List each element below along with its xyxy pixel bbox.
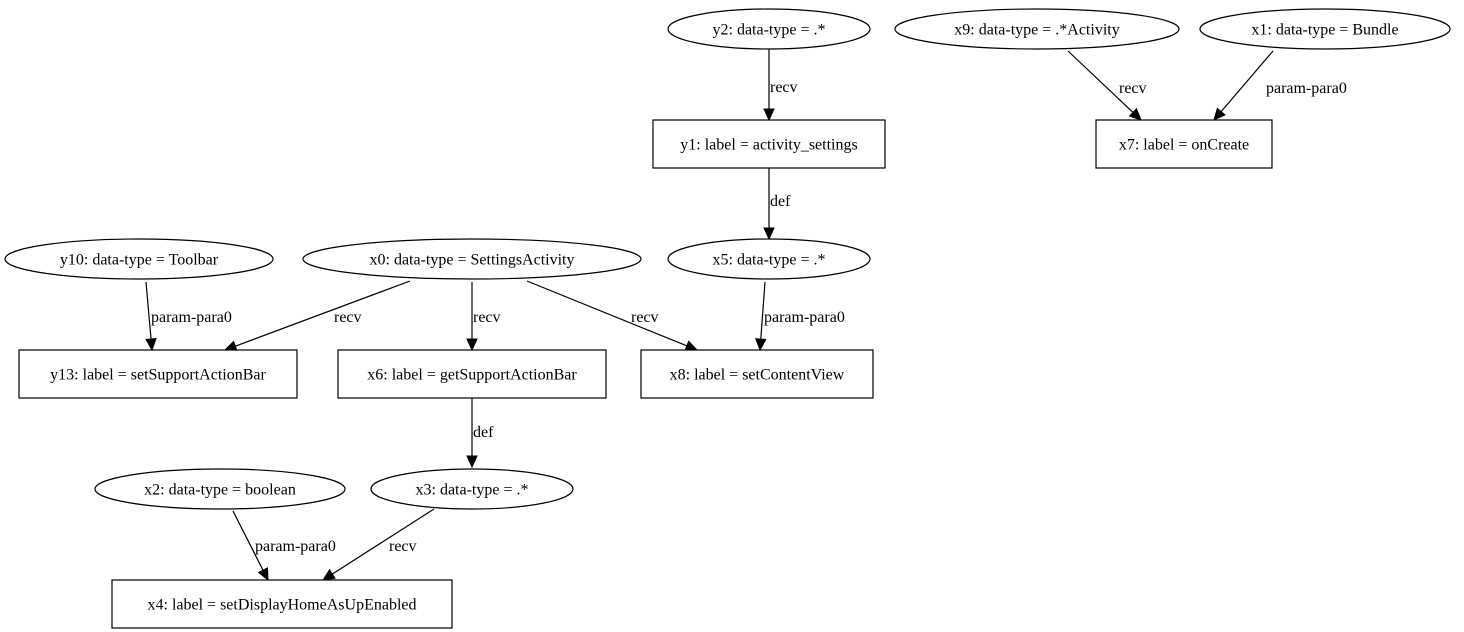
edge-label: recv	[473, 309, 501, 326]
node-box	[337, 349, 607, 399]
node-x5: x5: data-type = .*	[667, 238, 871, 280]
edge-y10-to-y13: param-para0	[145, 281, 232, 352]
edge-line	[232, 510, 264, 571]
node-y2: y2: data-type = .*	[667, 8, 871, 50]
edge-x3-to-x4: recv	[321, 508, 435, 581]
node-label: y13: label = setSupportActionBar	[50, 367, 266, 384]
edge-x0-to-y13: recv	[223, 280, 411, 352]
node-ellipse	[894, 8, 1180, 50]
node-label: y2: data-type = .*	[713, 22, 826, 39]
edge-y2-to-y1: recv	[763, 49, 798, 122]
edge-line	[760, 281, 766, 340]
node-label: x3: data-type = .*	[416, 482, 529, 499]
arrowhead-icon	[763, 108, 775, 122]
arrowhead-icon	[763, 227, 775, 241]
edge-label: param-para0	[764, 309, 845, 326]
arrowhead-icon	[466, 338, 478, 352]
nodes-layer: y2: data-type = .* x9: data-type = .*Acti…	[4, 8, 1451, 629]
node-ellipse	[302, 238, 642, 280]
node-label: y10: data-type = Toolbar	[60, 252, 219, 269]
node-x0: x0: data-type = SettingsActivity	[302, 238, 642, 280]
edge-line	[1067, 50, 1134, 113]
node-x4: x4: label = setDisplayHomeAsUpEnabled	[111, 579, 453, 629]
edge-x0-to-x6: recv	[466, 282, 501, 352]
arrowhead-icon	[755, 338, 767, 352]
arrowhead-icon	[684, 340, 699, 352]
edges-layer: recv recv param-para0 def param-para0 recv rec…	[145, 49, 1347, 582]
edge-x6-to-x3: def	[466, 398, 494, 469]
node-label: x7: label = onCreate	[1119, 137, 1249, 154]
edge-label: def	[770, 193, 791, 210]
arrowhead-icon	[466, 455, 478, 469]
edge-x2-to-x4: param-para0	[232, 510, 336, 582]
node-box	[1095, 119, 1273, 169]
edge-line	[1220, 50, 1274, 113]
node-ellipse	[4, 238, 274, 280]
edge-label: recv	[1119, 80, 1147, 97]
node-ellipse	[94, 468, 346, 510]
node-box	[18, 349, 298, 399]
node-x6: x6: label = getSupportActionBar	[337, 349, 607, 399]
node-ellipse	[370, 468, 574, 510]
arrowhead-icon	[1213, 107, 1226, 121]
node-label: y1: label = activity_settings	[680, 137, 857, 154]
node-label: x1: data-type = Bundle	[1251, 22, 1398, 39]
edge-y1-to-x5: def	[763, 168, 791, 241]
node-box	[111, 579, 453, 629]
node-box	[640, 349, 874, 399]
node-ellipse	[667, 8, 871, 50]
edge-line	[526, 280, 688, 347]
node-x2: x2: data-type = boolean	[94, 468, 346, 510]
edge-label: def	[473, 424, 494, 441]
node-label: x5: data-type = .*	[713, 252, 826, 269]
arrowhead-icon	[257, 567, 269, 582]
node-label: x9: data-type = .*Activity	[954, 22, 1119, 39]
edge-line	[235, 280, 411, 347]
edge-x0-to-x8: recv	[526, 280, 699, 352]
arrowhead-icon	[145, 338, 157, 352]
edge-label: recv	[334, 309, 362, 326]
node-x7: x7: label = onCreate	[1095, 119, 1273, 169]
edge-line	[331, 508, 435, 575]
node-x3: x3: data-type = .*	[370, 468, 574, 510]
node-box	[652, 119, 886, 169]
edge-label: param-para0	[1266, 80, 1347, 97]
edge-label: recv	[631, 309, 659, 326]
edge-x5-to-x8: param-para0	[755, 281, 845, 352]
node-x8: x8: label = setContentView	[640, 349, 874, 399]
node-y10: y10: data-type = Toolbar	[4, 238, 274, 280]
node-x1: x1: data-type = Bundle	[1199, 8, 1451, 50]
node-x9: x9: data-type = .*Activity	[894, 8, 1180, 50]
edge-label: param-para0	[255, 538, 336, 555]
node-label: x8: label = setContentView	[670, 367, 845, 384]
node-label: x0: data-type = SettingsActivity	[370, 252, 575, 269]
node-label: x4: label = setDisplayHomeAsUpEnabled	[148, 597, 417, 614]
edge-label: recv	[770, 79, 798, 96]
node-y13: y13: label = setSupportActionBar	[18, 349, 298, 399]
node-label: x6: label = getSupportActionBar	[367, 367, 577, 384]
arrowhead-icon	[321, 568, 336, 581]
node-ellipse	[1199, 8, 1451, 50]
arrowhead-icon	[1128, 107, 1142, 121]
edge-x9-to-x7: recv	[1067, 50, 1147, 121]
edge-label: param-para0	[151, 309, 232, 326]
edge-label: recv	[389, 538, 417, 555]
node-ellipse	[667, 238, 871, 280]
edge-x1-to-x7: param-para0	[1213, 50, 1347, 121]
node-y1: y1: label = activity_settings	[652, 119, 886, 169]
node-label: x2: data-type = boolean	[144, 482, 296, 499]
edge-line	[145, 281, 152, 340]
